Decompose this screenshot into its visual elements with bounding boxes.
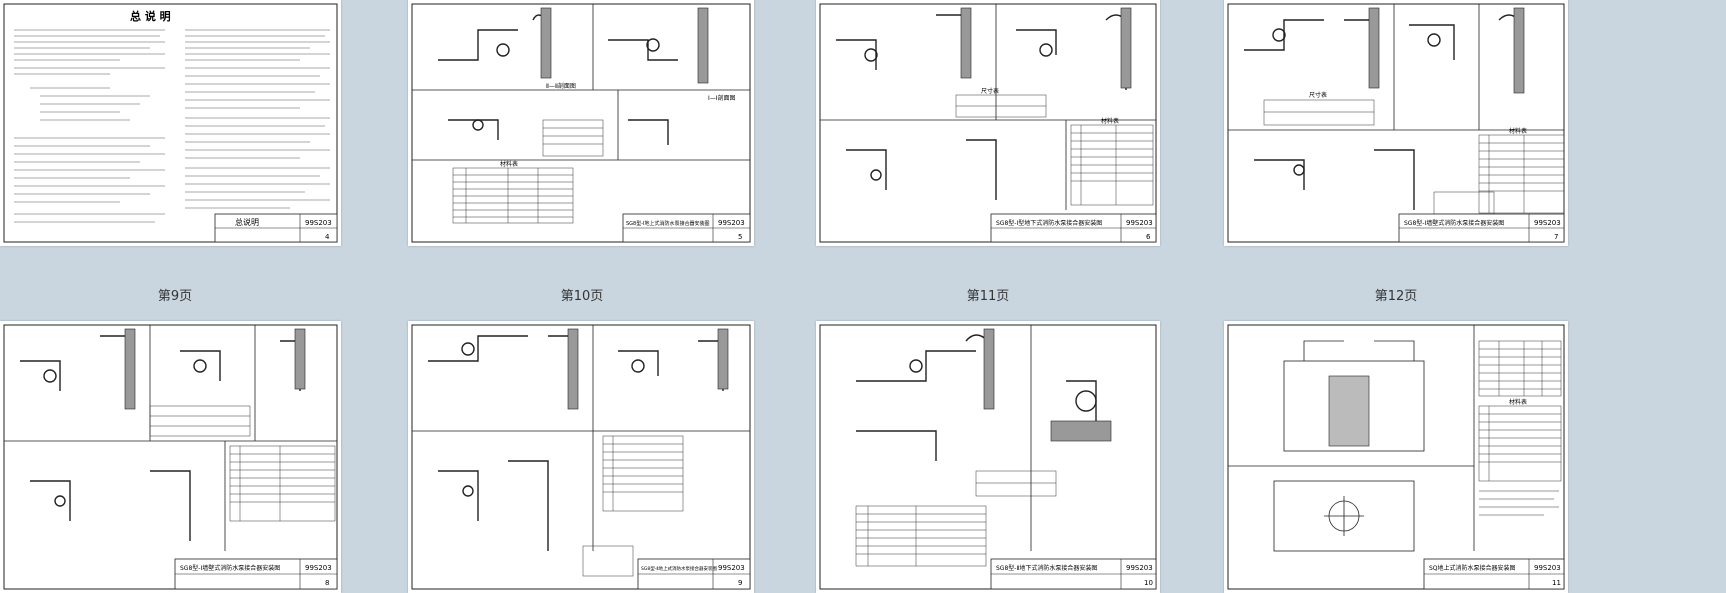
drawing-page-12: 材料表 尺寸表 SG8型-Ⅰ墙壁式消防水泵接合器安装图 99S203 7: [1227, 3, 1565, 243]
page-title: 总 说 明: [130, 9, 171, 23]
page-thumbnail-11[interactable]: 材料表 尺寸表 SG8型-Ⅰ型地下式消防水泵接合器安装图 99S203 6: [816, 0, 1160, 246]
title-block-code: 99S203: [1534, 219, 1561, 227]
title-block-code: 99S203: [718, 564, 745, 572]
drawing-page-14: SG8型-Ⅱ地上式消防水泵接合器安装图 99S203 9: [411, 324, 751, 590]
title-block-page: 5: [738, 233, 742, 241]
page-thumbnail-15[interactable]: SG8型-Ⅱ地下式消防水泵接合器安装图 99S203 10: [816, 321, 1160, 593]
title-block-code: 99S203: [1126, 564, 1153, 572]
title-block-code: 99S203: [1534, 564, 1561, 572]
drawing-page-16: 材料表 SQ地上式消防水泵接合器安装图 99S203 11: [1227, 324, 1565, 590]
title-block-code: 99S203: [305, 219, 332, 227]
title-block-code: 99S203: [718, 219, 745, 227]
title-block-code: 99S203: [305, 564, 332, 572]
title-block-name: SG8型-Ⅰ墙壁式消防水泵接合器安装图: [180, 564, 280, 572]
page-caption-11[interactable]: 第11页: [966, 289, 1010, 304]
page-thumbnail-13[interactable]: SG8型-Ⅰ墙壁式消防水泵接合器安装图 99S203 8: [0, 321, 341, 593]
title-block-page: 6: [1146, 233, 1151, 241]
title-block-code: 99S203: [1126, 219, 1153, 227]
drawing-page-10: Ⅱ—Ⅱ剖面图 Ⅰ—Ⅰ剖面图 材料表 SG8型-Ⅰ地上式消防水泵接合器安装图 99…: [411, 3, 751, 243]
drawing-page-15: SG8型-Ⅱ地下式消防水泵接合器安装图 99S203 10: [819, 324, 1157, 590]
title-block-page: 4: [325, 233, 330, 241]
section-label-II: Ⅱ—Ⅱ剖面图: [546, 82, 576, 90]
page-caption-10[interactable]: 第10页: [560, 289, 604, 304]
title-block-page: 11: [1552, 579, 1561, 587]
title-block-page: 9: [738, 579, 742, 587]
title-block-name: 总说明: [235, 217, 259, 227]
dims-table-label: 尺寸表: [981, 87, 999, 95]
drawing-page-9: 总 说 明: [3, 3, 338, 243]
title-block-name: SG8型-Ⅰ地上式消防水泵接合器安装图: [626, 220, 710, 227]
title-block-page: 10: [1144, 579, 1153, 587]
section-label-I: Ⅰ—Ⅰ剖面图: [708, 94, 736, 102]
materials-table-label: 材料表: [1509, 398, 1527, 406]
title-block-page: 7: [1554, 233, 1558, 241]
page-caption-12[interactable]: 第12页: [1374, 289, 1418, 304]
page-thumbnail-10[interactable]: Ⅱ—Ⅱ剖面图 Ⅰ—Ⅰ剖面图 材料表 SG8型-Ⅰ地上式消防水泵接合器安装图 99…: [408, 0, 754, 246]
dims-table-label: 尺寸表: [1309, 91, 1327, 99]
materials-table-label: 材料表: [500, 160, 518, 168]
drawing-page-11: 材料表 尺寸表 SG8型-Ⅰ型地下式消防水泵接合器安装图 99S203 6: [819, 3, 1157, 243]
title-block-name: SQ地上式消防水泵接合器安装图: [1429, 564, 1516, 572]
page-thumbnail-9[interactable]: 总 说 明: [0, 0, 341, 246]
materials-table-label: 材料表: [1101, 117, 1119, 125]
title-block-name: SG8型-Ⅱ地上式消防水泵接合器安装图: [641, 565, 718, 572]
page-thumbnail-16[interactable]: 材料表 SQ地上式消防水泵接合器安装图 99S203 11: [1224, 321, 1568, 593]
title-block-page: 8: [325, 579, 329, 587]
title-block-name: SG8型-Ⅰ型地下式消防水泵接合器安装图: [996, 219, 1102, 227]
materials-table-label: 材料表: [1509, 127, 1527, 135]
page-thumbnail-14[interactable]: SG8型-Ⅱ地上式消防水泵接合器安装图 99S203 9: [408, 321, 754, 593]
page-caption-9[interactable]: 第9页: [157, 289, 193, 304]
title-block-name: SG8型-Ⅰ墙壁式消防水泵接合器安装图: [1404, 219, 1504, 227]
drawing-page-13: SG8型-Ⅰ墙壁式消防水泵接合器安装图 99S203 8: [3, 324, 338, 590]
page-thumbnail-12[interactable]: 材料表 尺寸表 SG8型-Ⅰ墙壁式消防水泵接合器安装图 99S203 7: [1224, 0, 1568, 246]
title-block-name: SG8型-Ⅱ地下式消防水泵接合器安装图: [996, 564, 1097, 572]
